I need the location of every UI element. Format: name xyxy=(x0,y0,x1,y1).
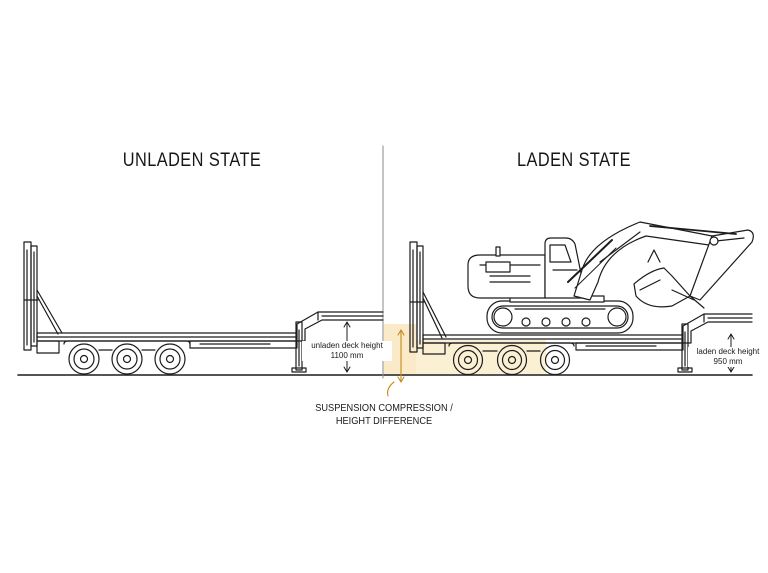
laden-trailer xyxy=(387,221,754,397)
unladen-wheels xyxy=(63,340,191,375)
laden-lower-deck xyxy=(422,334,684,355)
laden-deck-height-label: laden deck height 950 mm xyxy=(688,347,768,367)
laden-ramps xyxy=(409,241,447,353)
unladen-ramps xyxy=(23,241,63,351)
callout-line-2: HEIGHT DIFFERENCE xyxy=(335,415,433,427)
laden-deck-height-value: 950 mm xyxy=(713,357,743,366)
laden-state-heading: LADEN STATE xyxy=(516,150,631,171)
callout-line-1: SUSPENSION COMPRESSION / xyxy=(315,402,453,414)
unladen-deck-height-label: unladen deck height 1100 mm xyxy=(302,341,392,361)
suspension-compression-callout: SUSPENSION COMPRESSION / HEIGHT DIFFEREN… xyxy=(310,402,458,428)
unladen-trailer xyxy=(23,241,384,375)
laden-wheels xyxy=(448,342,575,376)
unladen-deck-height-value: 1100 mm xyxy=(330,351,364,360)
excavator xyxy=(467,221,754,334)
laden-gooseneck xyxy=(677,313,753,373)
unladen-state-heading: UNLADEN STATE xyxy=(122,150,262,171)
unladen-deck-height-text: unladen deck height xyxy=(311,341,383,350)
unladen-gooseneck xyxy=(291,311,384,373)
laden-deck-height-text: laden deck height xyxy=(696,347,760,356)
height-difference-arrow xyxy=(387,329,405,397)
